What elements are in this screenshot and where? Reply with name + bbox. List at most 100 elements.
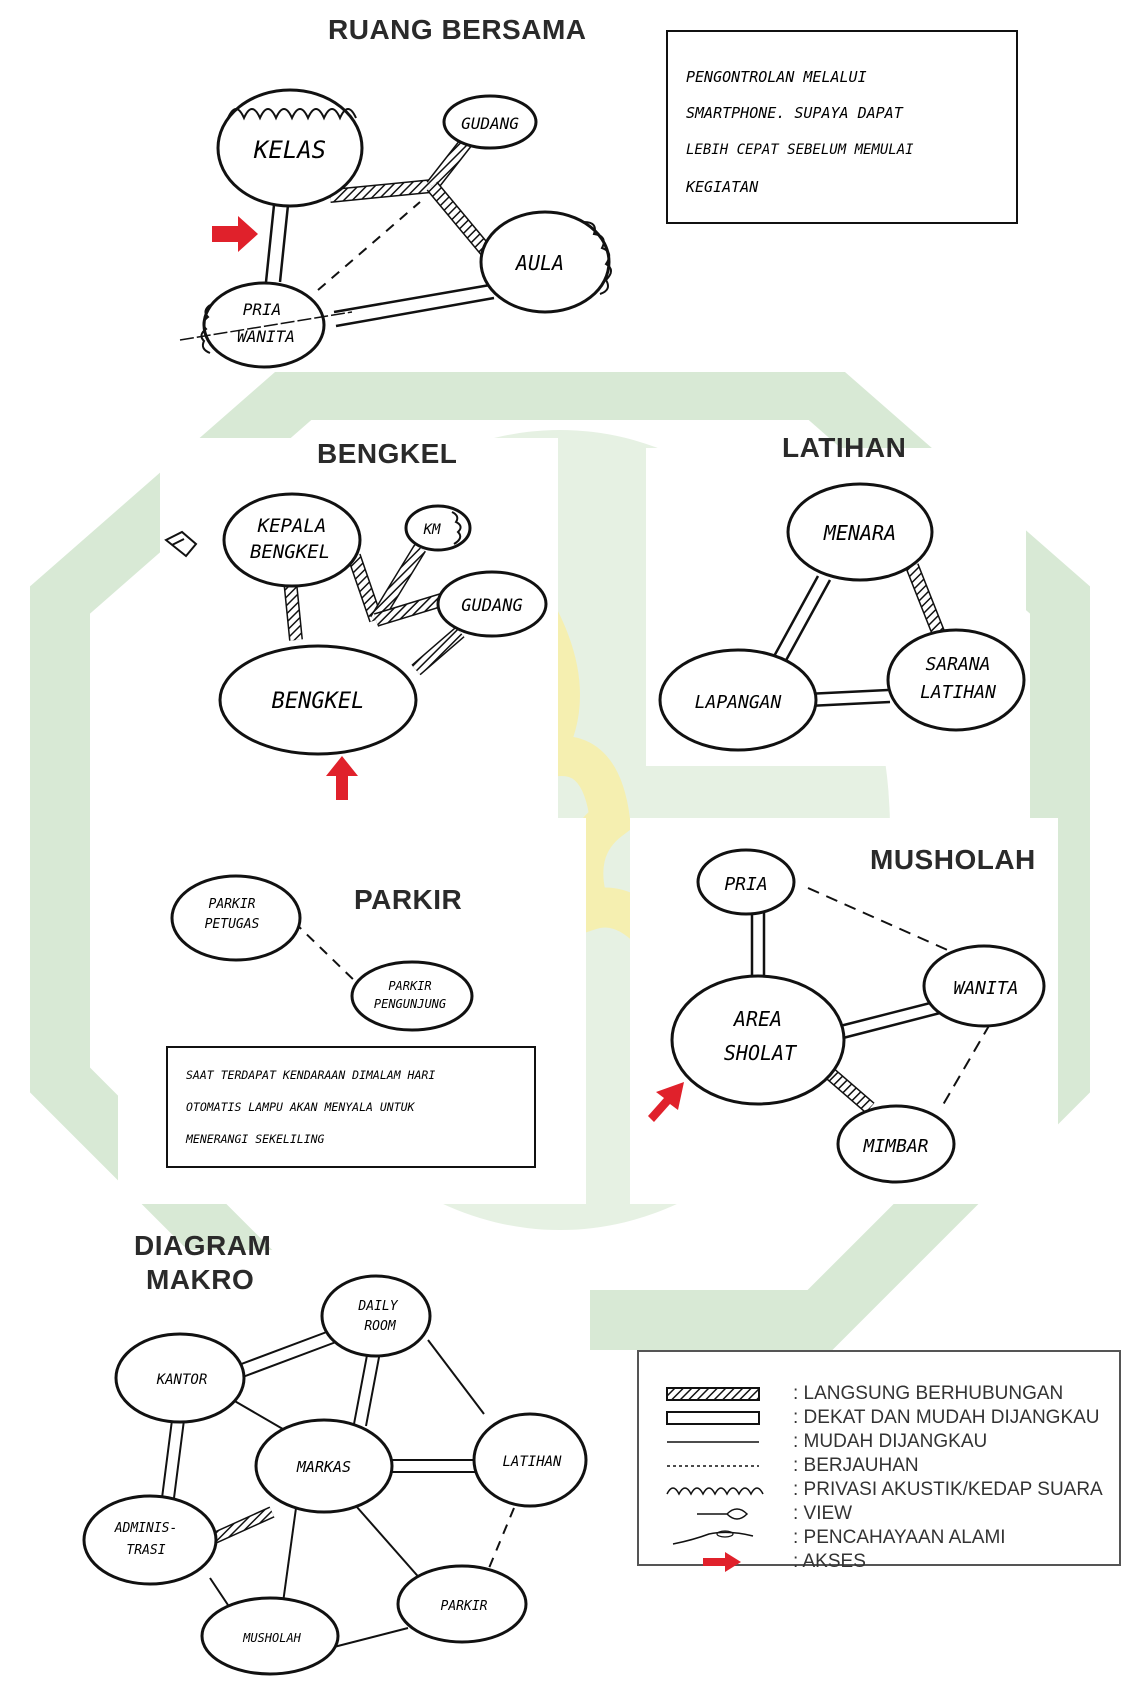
bengkel-node xyxy=(218,644,418,756)
parkir-pengunjung-node xyxy=(350,960,474,1032)
legend-row-akses: : AKSES xyxy=(663,1550,866,1574)
mimbar-label: MIMBAR xyxy=(862,1136,928,1157)
toilet-divider-line xyxy=(179,311,353,341)
legend-label-berjauhan: : BERJAUHAN xyxy=(793,1455,919,1476)
legend-label-mudah: : MUDAH DIJANGKAU xyxy=(793,1431,988,1452)
petugas-label-1: PARKIR xyxy=(209,897,256,912)
area-label-2: SHOLAT xyxy=(724,1041,798,1065)
kelas-acoustic-wave xyxy=(227,108,357,121)
lapangan-label: LAPANGAN xyxy=(695,692,782,713)
sun-wave-icon xyxy=(672,1530,754,1545)
makro-parkir-node xyxy=(396,1564,528,1644)
double-line-icon xyxy=(666,1411,760,1425)
makro-latihan-label: LATIHAN xyxy=(502,1454,562,1470)
legend-label-privasi: : PRIVASI AKUSTIK/KEDAP SUARA xyxy=(793,1479,1103,1500)
legend-row-mudah: : MUDAH DIJANGKAU xyxy=(663,1430,987,1454)
parkir-title: PARKIR xyxy=(354,884,463,915)
parkir-note-box: SAAT TERDAPAT KENDARAAN DIMALAM HARI OTO… xyxy=(166,1046,536,1168)
toilet-hub-dashed-link xyxy=(317,201,421,291)
musholah-pria-label: PRIA xyxy=(724,874,767,895)
gudang-label: GUDANG xyxy=(461,114,519,133)
daily-room-node xyxy=(320,1274,432,1358)
parkir-petugas-node xyxy=(170,874,302,962)
kepala-label-1: KEPALA xyxy=(257,515,327,537)
area-sholat-node xyxy=(670,974,846,1106)
toilet-aula-double-link xyxy=(333,283,495,328)
ruang-bersama-title: RUANG BERSAMA xyxy=(328,14,587,45)
ruang-bersama-access-arrow xyxy=(212,216,258,252)
gudang-node xyxy=(442,94,538,150)
bengkel-view-icon xyxy=(164,530,198,558)
parkir-note-line-3: MENERANGI SEKELILING xyxy=(186,1132,325,1146)
kantor-node xyxy=(114,1332,246,1424)
makro-musholah-node xyxy=(200,1596,340,1676)
note-line-4: KEGIATAN xyxy=(686,178,759,196)
makro-parkir-label: PARKIR xyxy=(441,1599,488,1614)
gudang-bengkel-label: GUDANG xyxy=(461,596,522,616)
wanita-label: WANITA xyxy=(237,327,295,346)
kantor-label: KANTOR xyxy=(156,1372,208,1388)
latihan-title: LATIHAN xyxy=(782,432,907,463)
toilet-acoustic-wave xyxy=(200,304,211,354)
hatched-bar-icon xyxy=(666,1387,760,1401)
ruang-bersama-note-box: PENGONTROLAN MELALUI SMARTPHONE. SUPAYA … xyxy=(666,30,1018,224)
bengkel-label: BENGKEL xyxy=(272,689,365,714)
legend-row-view: : VIEW xyxy=(663,1502,852,1526)
makro-title-line1: DIAGRAM xyxy=(134,1230,272,1261)
view-icon xyxy=(697,1508,749,1520)
parkir-note-line-2: OTOMATIS LAMPU AKAN MENYALA UNTUK xyxy=(186,1100,415,1114)
kelas-toilet-double-link xyxy=(264,204,290,283)
legend-row-privasi: : PRIVASI AKUSTIK/KEDAP SUARA xyxy=(663,1478,1103,1502)
administrasi-node xyxy=(82,1494,218,1586)
wave-line-icon xyxy=(666,1487,764,1496)
pengunjung-label-2: PENGUNJUNG xyxy=(374,997,446,1011)
menara-label: MENARA xyxy=(823,521,896,545)
note-line-3: LEBIH CEPAT SEBELUM MEMULAI xyxy=(686,142,914,158)
musholah-title: MUSHOLAH xyxy=(870,844,1036,875)
daily-label-2: ROOM xyxy=(364,1319,396,1334)
parkir-note-line-1: SAAT TERDAPAT KENDARAAN DIMALAM HARI xyxy=(186,1068,436,1082)
legend-row-dekat: : DEKAT DAN MUDAH DIJANGKAU xyxy=(663,1406,1100,1430)
legend-row-langsung: : LANGSUNG BERHUBUNGAN xyxy=(663,1382,1063,1406)
musholah-wanita-label: WANITA xyxy=(953,978,1018,999)
legend-row-berjauhan: : BERJAUHAN xyxy=(663,1454,919,1478)
makro-title-line2: MAKRO xyxy=(146,1264,255,1295)
sarana-label-2: LATIHAN xyxy=(920,682,996,703)
petugas-label-2: PETUGAS xyxy=(205,917,260,932)
gudang-bengkel-node xyxy=(436,570,548,638)
musholah-access-arrow xyxy=(648,1082,684,1122)
legend-row-pencahayaan: : PENCAHAYAAN ALAMI xyxy=(663,1526,1006,1550)
note-line-1: PENGONTROLAN MELALUI xyxy=(686,68,867,86)
markas-node xyxy=(254,1418,394,1514)
kelas-label: KELAS xyxy=(253,136,326,164)
aula-node xyxy=(479,210,611,314)
pengunjung-label-1: PARKIR xyxy=(388,979,431,993)
legend-label-dekat: : DEKAT DAN MUDAH DIJANGKAU xyxy=(793,1407,1100,1428)
km-node xyxy=(404,504,472,552)
legend-label-akses: : AKSES xyxy=(793,1551,866,1572)
kelas-node xyxy=(216,88,364,208)
daily-label-1: DAILY xyxy=(357,1299,398,1314)
sarana-latihan-node xyxy=(886,628,1026,732)
aula-label: AULA xyxy=(514,251,564,275)
admin-label-2: TRASI xyxy=(126,1543,165,1558)
mimbar-node xyxy=(836,1104,956,1184)
markas-label: MARKAS xyxy=(296,1458,351,1476)
km-label: KM xyxy=(423,522,441,538)
musholah-wanita-node xyxy=(922,944,1046,1028)
lapangan-node xyxy=(658,648,818,752)
aula-acoustic-wave xyxy=(583,221,612,295)
pria-label: PRIA xyxy=(243,300,282,319)
legend-label-view: : VIEW xyxy=(793,1503,853,1524)
admin-label-1: ADMINIS- xyxy=(114,1521,178,1536)
bengkel-title: BENGKEL xyxy=(317,438,458,469)
single-line-icon xyxy=(667,1441,759,1443)
legend-label-pencahayaan: : PENCAHAYAAN ALAMI xyxy=(793,1527,1006,1548)
menara-node xyxy=(786,482,934,582)
